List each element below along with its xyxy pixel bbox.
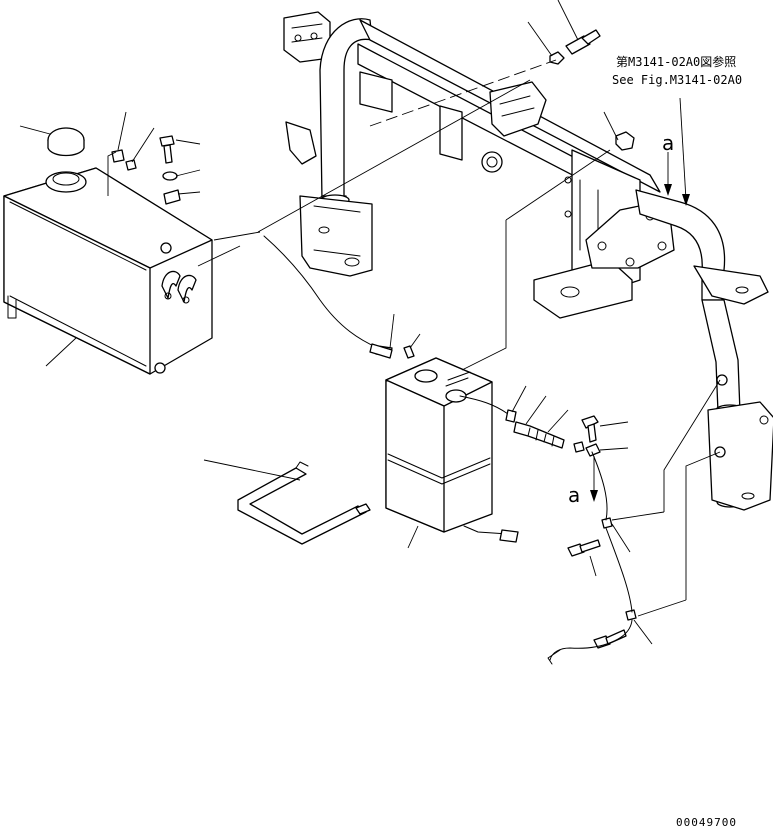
tank-clip [111, 149, 137, 171]
tank-clamp [163, 189, 181, 205]
nozzle-bolt [581, 415, 601, 457]
reservoir-hose [263, 235, 393, 359]
tank-bracket [237, 461, 371, 545]
washer-hose [459, 395, 585, 453]
tank-bolt [159, 135, 175, 164]
washer-tank [375, 345, 519, 543]
view-arrow-a-top [664, 152, 672, 196]
frame-bolt [549, 29, 601, 65]
drawing-code: 00049700 [676, 816, 737, 829]
hidden-lines [369, 59, 557, 127]
view-label-a-top: a [662, 131, 674, 155]
reservoir-tank [3, 127, 213, 375]
leader-lines [19, 0, 721, 645]
reference-arrow [679, 97, 690, 206]
lower-clip [593, 609, 637, 649]
washer-hose-line [547, 451, 633, 665]
view-arrow-a-mid [590, 456, 598, 502]
frame-bar-assembly [283, 11, 773, 511]
tank-washer [162, 171, 178, 181]
frame-nut [615, 131, 635, 151]
hose-clip [601, 517, 613, 529]
reference-note-jp: 第M3141-02A0図参照 [616, 54, 736, 69]
reference-note-en: See Fig.M3141-02A0 [612, 73, 742, 87]
clip-bolt [567, 539, 601, 557]
view-label-a-mid: a [568, 483, 580, 507]
